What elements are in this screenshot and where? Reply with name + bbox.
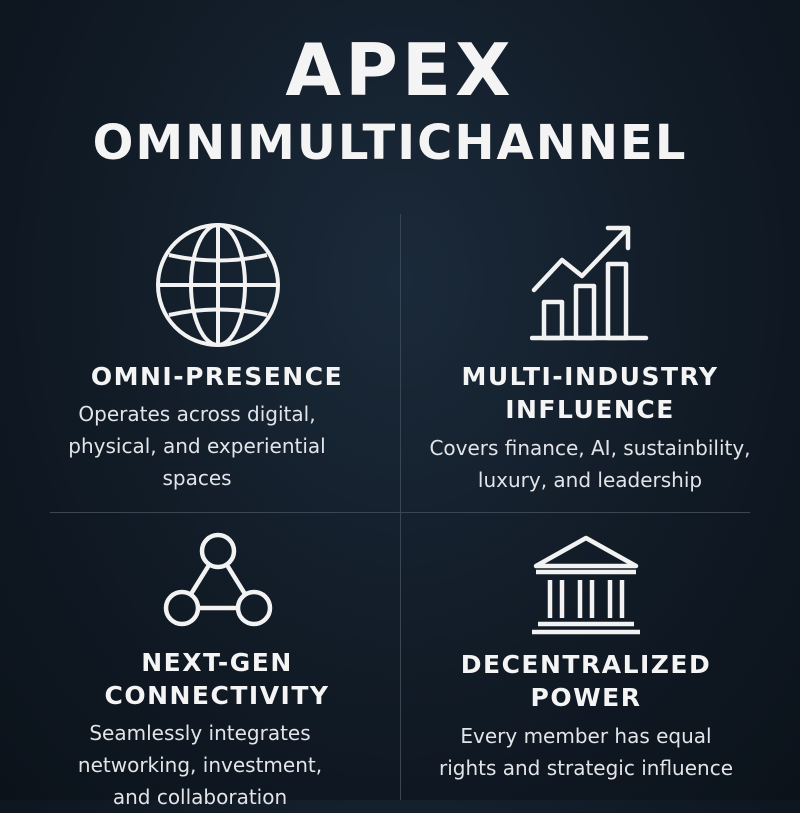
- page-title: APEX: [285, 28, 515, 112]
- feature-multi-industry-influence: MULTI-INDUSTRY INFLUENCE Covers finance,…: [390, 214, 790, 512]
- feature-heading: NEXT-GEN CONNECTIVITY: [104, 648, 330, 710]
- feature-omni-presence: OMNI-PRESENCE Operates across digital, p…: [17, 214, 417, 512]
- institution-building-icon: [532, 535, 640, 635]
- feature-heading: MULTI-INDUSTRY INFLUENCE: [461, 362, 719, 424]
- rising-bar-chart-icon: [530, 225, 649, 341]
- feature-description: Seamlessly integrates networking, invest…: [77, 721, 323, 809]
- page-subtitle: OMNIMULTICHANNEL: [92, 115, 688, 171]
- feature-description: Every member has equal rights and strate…: [438, 724, 734, 780]
- feature-heading: OMNI-PRESENCE: [90, 362, 344, 391]
- feature-description: Covers finance, AI, sustainbility, luxur…: [429, 436, 751, 492]
- network-triangle-icon: [163, 532, 273, 627]
- grid-divider-vertical: [400, 214, 401, 800]
- feature-heading: DECENTRALIZED POWER: [460, 650, 712, 712]
- feature-description: Operates across digital, physical, and e…: [68, 402, 326, 490]
- grid-divider-horizontal: [50, 512, 750, 513]
- globe-icon: [156, 223, 280, 347]
- feature-next-gen-connectivity: NEXT-GEN CONNECTIVITY Seamlessly integra…: [17, 514, 417, 809]
- feature-decentralized-power: DECENTRALIZED POWER Every member has equ…: [386, 514, 786, 800]
